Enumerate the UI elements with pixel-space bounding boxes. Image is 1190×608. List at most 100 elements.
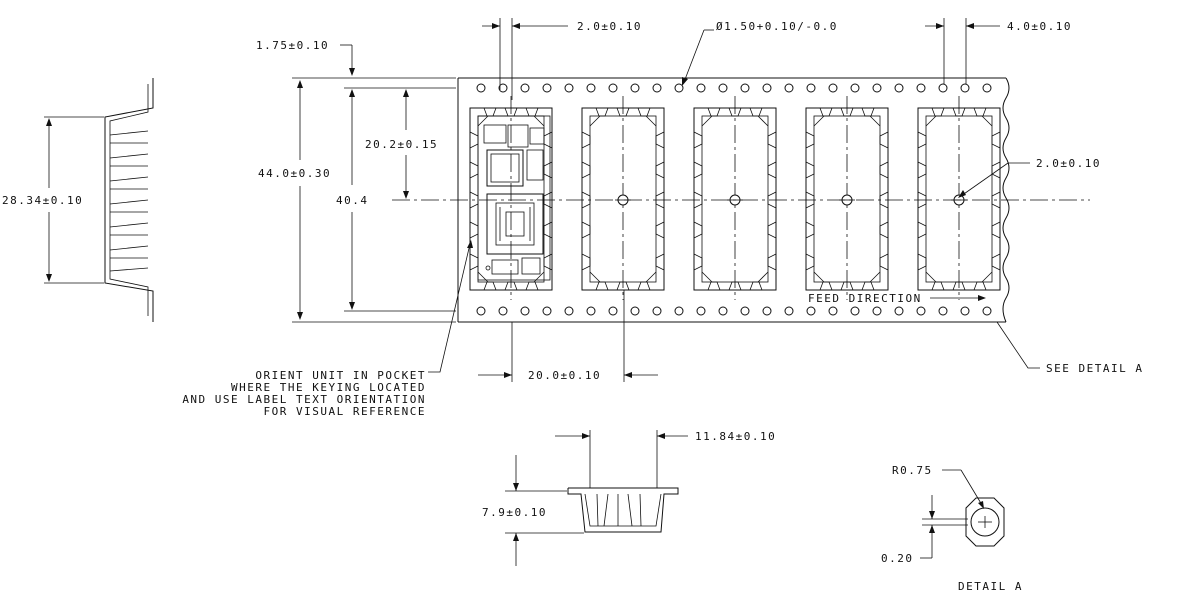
sprocket-hole [520, 306, 530, 316]
pocket-rib [637, 281, 651, 291]
sprocket-hole [806, 83, 816, 93]
sprocket-hole [828, 83, 838, 93]
sprocket-hole [872, 83, 882, 93]
pocket-rib [952, 281, 966, 291]
pocket-rib [655, 131, 665, 149]
pocket-rib [728, 281, 742, 291]
row-dims [344, 87, 456, 312]
pocket-rib [483, 107, 497, 117]
pocket-depth-label: 7.9±0.10 [482, 506, 547, 519]
pocket-chamfer [925, 115, 937, 127]
pocket-rib [991, 161, 1001, 179]
sprocket-hole [784, 306, 794, 316]
orient-note: ORIENT UNIT IN POCKET WHERE THE KEYING L… [182, 369, 426, 418]
pocket-rib [707, 107, 721, 117]
pocket-rib [693, 253, 703, 271]
pocket-rib [917, 161, 927, 179]
sprocket-hole [718, 83, 728, 93]
sprocket-hole [740, 83, 750, 93]
pocket-hole-leader [958, 162, 1030, 198]
pocket-rib [728, 107, 742, 117]
pocket-rib [749, 281, 763, 291]
sprocket-hole [564, 83, 574, 93]
pocket-pitch-label: 20.0±0.10 [528, 369, 601, 382]
sprocket-hole [542, 306, 552, 316]
tape-width-label: 44.0±0.30 [258, 167, 331, 180]
pocket-rib [861, 281, 875, 291]
pocket [805, 96, 889, 300]
pocket-rib [991, 131, 1001, 149]
pocket-rib [469, 221, 479, 239]
pocket-rib [861, 107, 875, 117]
pocket-chamfer [757, 271, 769, 283]
pocket-rib [973, 107, 987, 117]
pocket-rib [525, 107, 539, 117]
pocket-rib [917, 131, 927, 149]
pocket-rib [917, 221, 927, 239]
pocket-rib [767, 191, 777, 209]
side-width-label: 28.34±0.10 [2, 194, 83, 207]
pocket [693, 96, 777, 300]
pocket-rib [991, 221, 1001, 239]
pocket-rib [525, 281, 539, 291]
sprocket-hole [674, 306, 684, 316]
feed-direction-arrow [930, 295, 986, 301]
sprocket-hole [740, 306, 750, 316]
pocket-chamfer [757, 115, 769, 127]
sprocket-holes-bottom [476, 306, 992, 316]
pocket-rib [917, 253, 927, 271]
sprocket-hole [542, 83, 552, 93]
sprocket-hole [960, 83, 970, 93]
sprocket-hole [520, 83, 530, 93]
pocket-rib [581, 191, 591, 209]
pocket-rib [581, 221, 591, 239]
pocket-rib [655, 191, 665, 209]
pocket-chamfer [645, 115, 657, 127]
note-leader [428, 240, 473, 373]
note-line-4: FOR VISUAL REFERENCE [264, 405, 426, 418]
pocket-rib [917, 191, 927, 209]
pocket-rib [581, 131, 591, 149]
pocket-chamfer [925, 271, 937, 283]
pocket-rib [973, 281, 987, 291]
pocket-chamfer [645, 271, 657, 283]
sprocket-hole [674, 83, 684, 93]
pocket-rib [879, 253, 889, 271]
pocket-rib [581, 161, 591, 179]
pocket-chamfer [701, 115, 713, 127]
detail-thickness-label: 0.20 [881, 552, 914, 565]
pocket-rib [469, 131, 479, 149]
sprocket-hole [894, 83, 904, 93]
hole-offset-label: 2.0±0.10 [577, 20, 642, 33]
sprocket-hole [564, 306, 574, 316]
pocket-rib [749, 107, 763, 117]
pocket-chamfer [981, 115, 993, 127]
pocket-rib [931, 281, 945, 291]
sprocket-hole [784, 83, 794, 93]
note-line-1: ORIENT UNIT IN POCKET [255, 369, 426, 382]
pocket-pitch-dim [478, 290, 658, 382]
detail-title: DETAIL A [958, 580, 1023, 593]
component-unit [477, 115, 551, 281]
pocket-rib [469, 253, 479, 271]
pocket-rib [595, 281, 609, 291]
pocket [469, 96, 553, 300]
detail-leader [996, 321, 1040, 369]
pocket-rib [693, 191, 703, 209]
sprocket-hole [828, 306, 838, 316]
pocket-chamfer [701, 271, 713, 283]
sprocket-hole [476, 306, 486, 316]
sprocket-hole [608, 306, 618, 316]
hole-diameter-leader [682, 29, 714, 86]
pocket-rib [840, 107, 854, 117]
detail-a-view [920, 469, 1005, 559]
pocket-rib [693, 161, 703, 179]
edge-hole-dim [292, 44, 456, 79]
pocket-chamfer [533, 271, 545, 283]
pocket-rib [616, 107, 630, 117]
pocket-rib [693, 131, 703, 149]
sprocket-hole [960, 306, 970, 316]
pocket-rib [543, 253, 553, 271]
pocket-rib [879, 191, 889, 209]
